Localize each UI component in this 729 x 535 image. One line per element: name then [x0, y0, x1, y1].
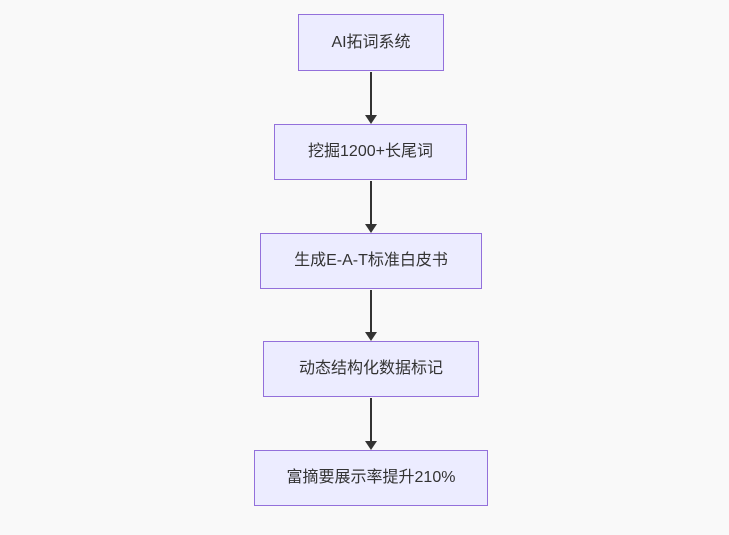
- node-label: 富摘要展示率提升210%: [286, 469, 456, 487]
- arrowhead-icon: [365, 115, 377, 124]
- flowchart-node-eat-whitepaper: 生成E-A-T标准白皮书: [260, 233, 482, 289]
- arrow-down-icon: [365, 72, 377, 124]
- arrowhead-icon: [365, 224, 377, 233]
- flowchart-node-structured-data-markup: 动态结构化数据标记: [263, 341, 479, 397]
- node-label: 生成E-A-T标准白皮书: [294, 252, 448, 270]
- arrow-down-icon: [365, 181, 377, 233]
- node-label: 挖掘1200+长尾词: [308, 143, 433, 161]
- arrow-down-icon: [365, 290, 377, 341]
- arrowhead-icon: [365, 332, 377, 341]
- arrow-shaft: [370, 181, 372, 225]
- node-label: 动态结构化数据标记: [298, 360, 443, 378]
- flowchart-node-rich-snippet-rate: 富摘要展示率提升210%: [254, 450, 488, 506]
- node-label: AI拓词系统: [331, 33, 411, 51]
- arrow-shaft: [370, 72, 372, 116]
- arrow-down-icon: [365, 398, 377, 450]
- arrow-shaft: [370, 398, 372, 442]
- arrow-shaft: [370, 290, 372, 333]
- arrowhead-icon: [365, 441, 377, 450]
- flowchart-node-ai-expansion-system: AI拓词系统: [298, 14, 444, 71]
- flowchart-node-longtail-keywords: 挖掘1200+长尾词: [274, 124, 467, 180]
